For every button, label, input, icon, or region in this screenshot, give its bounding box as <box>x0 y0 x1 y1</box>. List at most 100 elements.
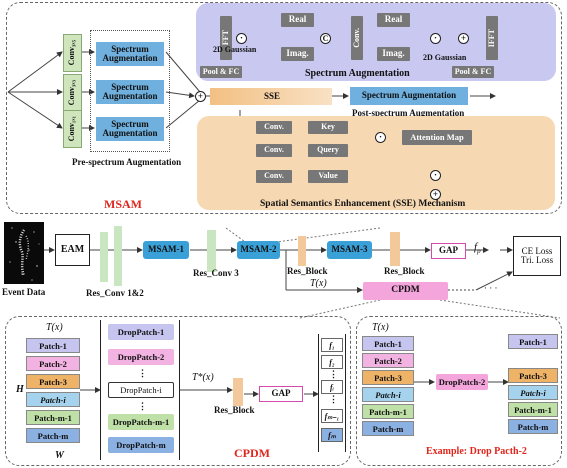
spectrum-aug-box: Spectrum Augmentation <box>96 42 164 66</box>
value-block: Value <box>308 170 348 183</box>
example-title: Example: Drop Pacth-2 <box>426 446 527 457</box>
res-conv-bar <box>114 226 122 286</box>
conv-block: Conv. <box>351 16 363 60</box>
pre-spectrum-group <box>90 30 170 152</box>
post-spectrum-label: Post-spectrum Augmentation <box>352 108 465 118</box>
query-block: Query <box>308 144 348 157</box>
gaussian-label: 2D Gaussian <box>423 53 467 62</box>
msam1-block: MSAM-1 <box>143 241 189 259</box>
key-block: Key <box>308 121 348 134</box>
patch-item: Patch-i <box>508 385 558 400</box>
feature-item: fₘ₋₁ <box>321 409 343 423</box>
attention-map-block: Attention Map <box>402 130 472 145</box>
example-frame <box>356 316 562 466</box>
pre-spectrum-label: Pre-spectrum Augmentation <box>72 157 182 167</box>
patch-item: Patch-2 <box>26 356 80 371</box>
conv-branch-5x5: Conv₃ₓ₅ <box>63 34 82 72</box>
sum-operator: + <box>430 189 441 200</box>
res-block-bar <box>390 232 400 266</box>
t-star-label: T*(x) <box>192 372 214 383</box>
multiply-operator: · <box>430 33 441 44</box>
conv-label: Conv. <box>351 28 361 48</box>
example-tx-label: T(x) <box>372 322 389 333</box>
vertical-ellipsis: ⋮ <box>138 368 147 378</box>
res-block-label: Res_Block <box>214 405 255 415</box>
sum-operator: + <box>195 91 206 102</box>
droppatch-example-block: DropPatch-2 <box>436 374 488 390</box>
ifft-block: IFFT <box>486 16 498 60</box>
res-block-bar <box>298 236 306 266</box>
event-data-image <box>4 222 44 284</box>
droppatch-bracket <box>100 320 180 460</box>
ifft-label: IFFT <box>486 28 496 48</box>
patch-item: Patch-m-1 <box>362 404 414 419</box>
msam3-block: MSAM-3 <box>327 241 372 259</box>
gaussian-label: 2D Gaussian <box>213 45 257 54</box>
fp-subscript: p <box>477 247 481 256</box>
res-block-label: Res_Block <box>384 266 425 276</box>
concat-operator: C <box>320 33 331 44</box>
patch-item: Patch-i <box>362 387 414 402</box>
patch-item: Patch-1 <box>26 338 80 353</box>
real-block: Real <box>377 13 410 27</box>
res-block-label: Res_Block <box>287 266 328 276</box>
patch-item: Patch-i <box>26 392 80 407</box>
sse-label: SSE <box>264 91 281 101</box>
conv-branch-1x1: Conv₁ₓ₁ <box>63 110 82 148</box>
real-block: Real <box>281 13 314 27</box>
sse-bar <box>210 88 332 105</box>
fft-block: FFT <box>220 16 232 60</box>
event-noise-icon <box>9 227 40 281</box>
feature-item: fₘ <box>321 428 343 442</box>
msam-title: MSAM <box>104 197 142 211</box>
w-label: W <box>55 450 64 461</box>
patch-item: Patch-m-1 <box>508 402 558 417</box>
multiply-operator: · <box>375 132 386 143</box>
cpdm-title: CPDM <box>234 446 270 460</box>
res-conv12-label: Res_Conv 1&2 <box>86 288 144 298</box>
imag-block: Imag. <box>281 47 314 61</box>
event-data-label: Event Data <box>2 287 46 297</box>
eam-block: EAM <box>55 234 90 266</box>
pool-fc-block: Pool & FC <box>452 66 494 78</box>
droppatch-item: DropPatch-1 <box>108 324 174 340</box>
cpdm-tx-label: T(x) <box>46 322 63 333</box>
res-conv3-label: Res_Conv 3 <box>193 268 239 278</box>
droppatch-item: DropPatch-i <box>108 382 174 398</box>
res-conv-bar <box>100 232 108 282</box>
feature-bracket <box>318 334 346 452</box>
msam2-block: MSAM-2 <box>237 241 280 259</box>
spectrum-aug-box: Spectrum Augmentation <box>96 117 164 141</box>
feature-item: fᵢ <box>321 380 343 394</box>
tx-label: T(x) <box>310 278 327 289</box>
res-conv-bar <box>207 230 216 272</box>
patch-item: Patch-m <box>26 428 80 443</box>
fp-symbol: f <box>474 241 478 253</box>
conv-block: Conv. <box>256 170 292 183</box>
vertical-ellipsis: ⋮ <box>329 369 338 379</box>
feature-item: f₂ <box>321 355 343 369</box>
msam-frame <box>6 2 562 214</box>
tri-loss-label: Tri. Loss <box>520 255 554 265</box>
feature-item: f₁ <box>321 338 343 352</box>
patch-item: Patch-m <box>508 419 558 434</box>
droppatch-item: DropPatch-m <box>108 437 174 453</box>
spectrum-detail-title: Spectrum Augmentation <box>305 68 410 79</box>
patch-item: Patch-3 <box>26 374 80 389</box>
vertical-ellipsis: ⋮ <box>329 394 338 404</box>
conv-branch-3x3: Conv₃ₓ₃ <box>63 74 82 112</box>
sum-operator: + <box>458 33 469 44</box>
patch-item: Patch-3 <box>362 370 414 385</box>
conv-label: Conv₃ₓ₅ <box>67 40 77 66</box>
ellipsis-dots: · · · <box>484 283 498 293</box>
post-spectrum-box: Spectrum Augmentation <box>350 87 468 105</box>
patch-item: Patch-3 <box>508 368 558 383</box>
spectrum-aug-box: Spectrum Augmentation <box>96 80 164 104</box>
gap-block: GAP <box>431 243 466 259</box>
h-label: H <box>16 384 24 395</box>
ce-loss-label: CE Loss <box>521 245 553 256</box>
gap-block: GAP <box>259 386 303 402</box>
res-block-bar <box>233 378 243 406</box>
patch-item: Patch-2 <box>362 353 414 368</box>
fp-label: fp <box>474 241 481 255</box>
